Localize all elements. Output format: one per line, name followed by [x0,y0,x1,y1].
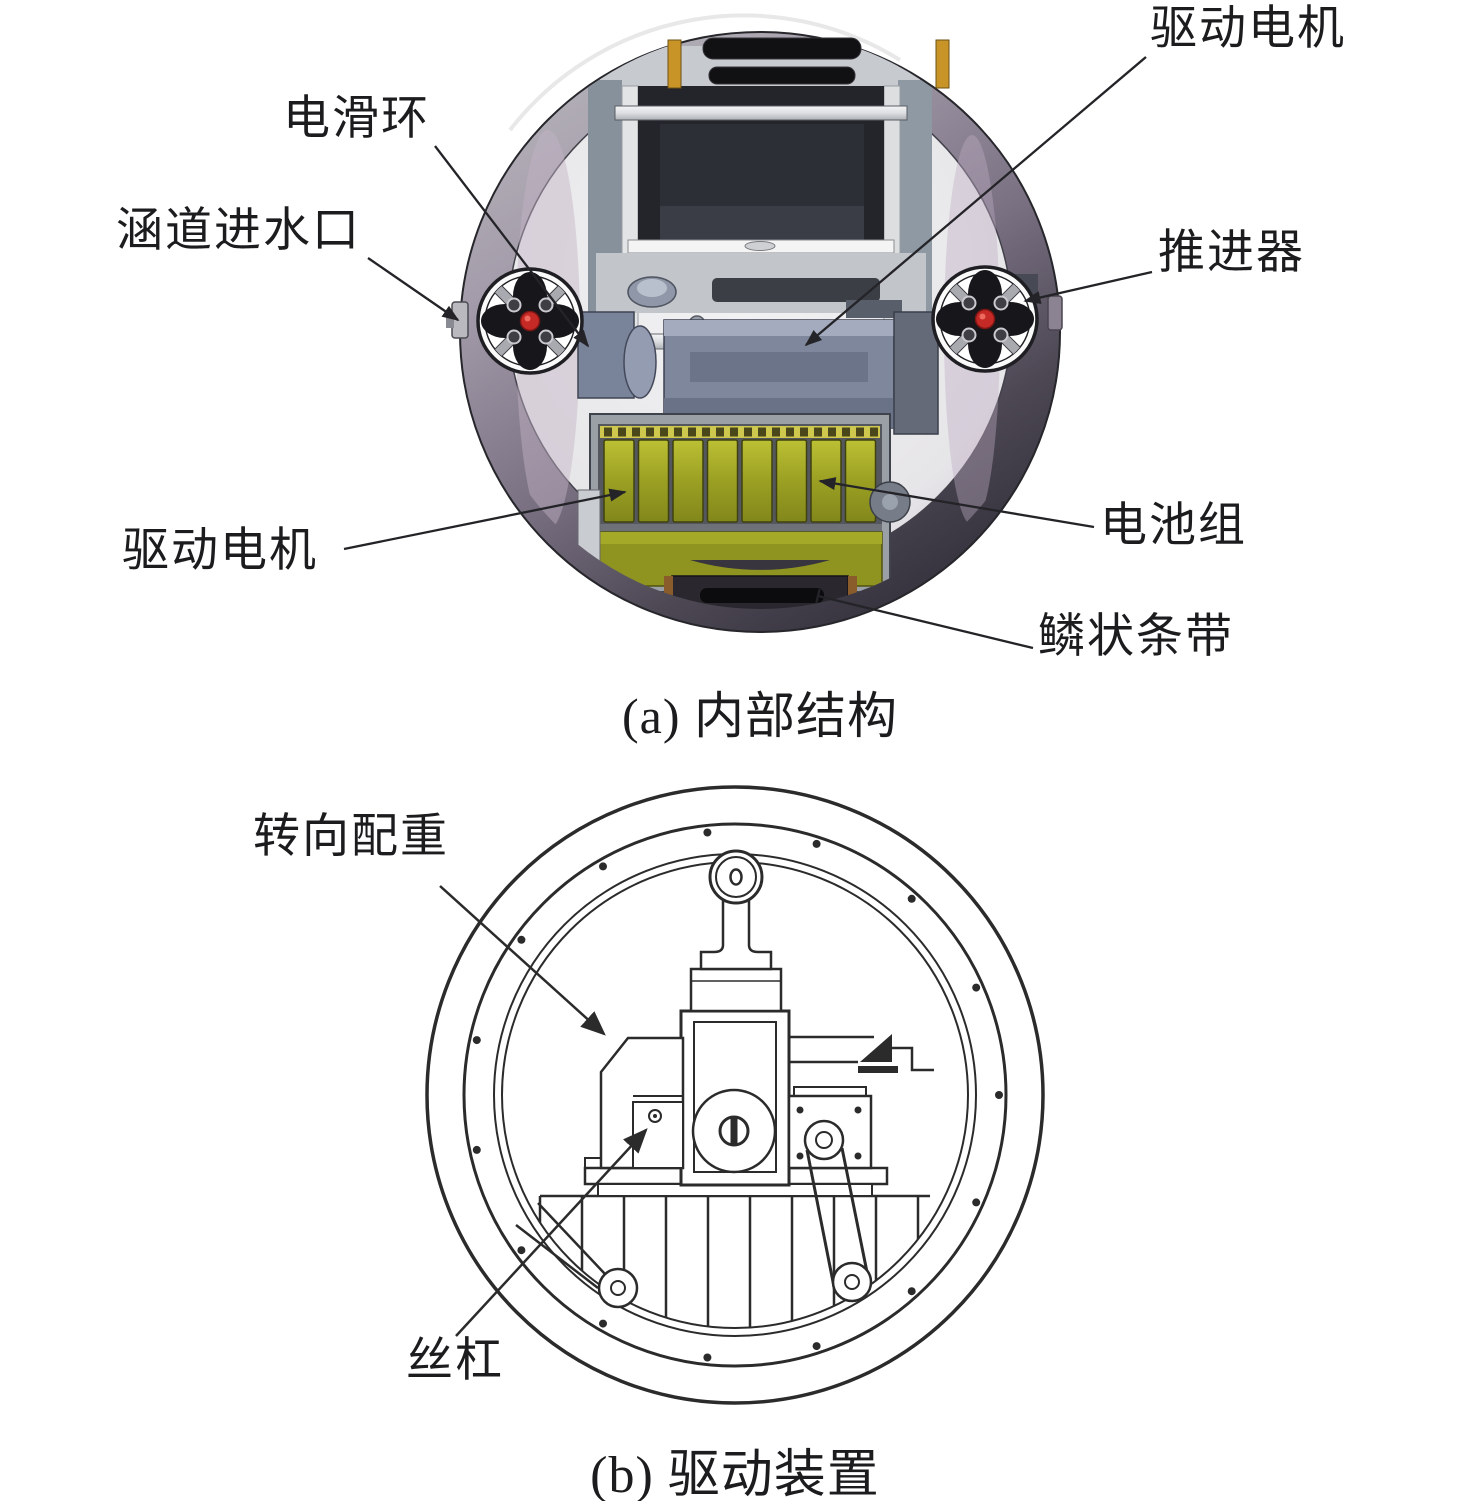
wheel-outer-ring [425,785,1045,1405]
leader-slip-ring [434,145,590,348]
leader-drive-motor-left [343,488,627,551]
internal-assembly [516,46,1038,609]
label-drive-motor-top: 驱动电机 [1150,3,1346,55]
top-rail [614,105,908,121]
leader-steering-counterweight [439,885,606,1036]
label-battery-pack: 电池组 [1100,500,1247,552]
top-arm [689,849,783,1013]
right-arm [789,1034,934,1073]
bolt-holes [472,828,1003,1362]
label-thruster: 推进器 [1158,227,1305,279]
leader-duct-inlet [367,257,460,321]
label-drive-motor-left: 驱动电机 [122,525,318,577]
figure-a-internal-structure [343,13,1153,650]
caption-figure-b: (b) 驱动装置 [590,1447,880,1501]
steering-counterweight [599,1036,685,1170]
leader-drive-motor-top [804,56,1147,347]
right-edge-tab [1047,295,1063,331]
leader-battery-pack [818,477,1095,529]
leader-lead-screw [455,1128,648,1337]
drive-motor-body [679,1009,791,1187]
label-lead-screw: 丝杠 [406,1335,504,1387]
caption-figure-a: (a) 内部结构 [622,688,898,744]
propeller-left [478,269,582,373]
propeller-right [933,267,1037,371]
label-duct-inlet: 涵道进水口 [116,205,361,257]
leader-scale-strip [817,594,1034,650]
leader-lines-a [343,56,1153,650]
ballast-slats [538,1194,930,1328]
label-slip-ring: 电滑环 [283,93,430,145]
label-scale-strip: 鳞状条带 [1038,611,1234,663]
duct-inlet-tab [451,301,469,339]
top-grille [667,37,950,89]
slip-ring-assembly [577,311,657,399]
label-steering-counterweight: 转向配重 [253,811,449,863]
leader-lines-b [439,885,648,1337]
wheel-middle-ring [462,822,1008,1368]
figure-b-drive-unit [425,785,1045,1405]
leader-thruster [1023,270,1153,304]
belt-drive [515,1086,873,1309]
